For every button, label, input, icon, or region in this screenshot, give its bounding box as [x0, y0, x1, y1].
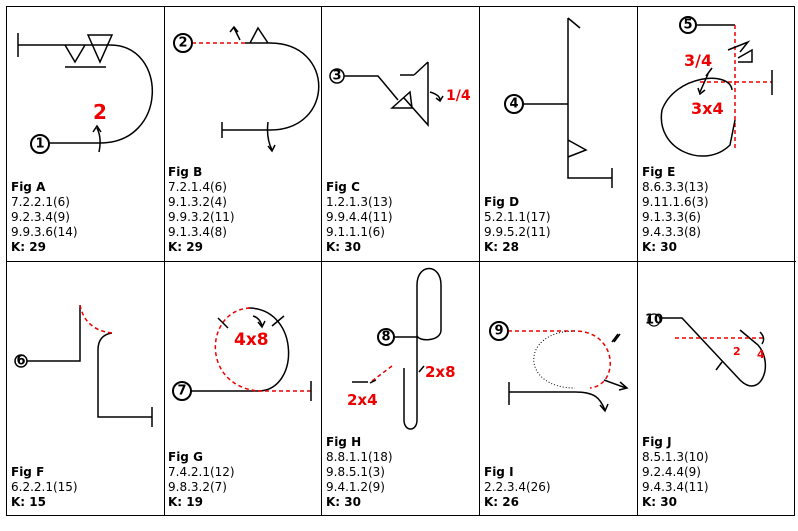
- figure-title: Fig J: [642, 435, 672, 449]
- figure-number: 10: [645, 313, 663, 328]
- figure-cell-a: Fig A 7.2.2.1(6) 9.2.3.4(9) 9.9.3.6(14) …: [7, 7, 165, 262]
- figure-code: 9.8.3.2(7): [168, 480, 227, 494]
- figure-title: Fig F: [11, 465, 45, 479]
- figure-number: 1: [35, 137, 44, 152]
- figure-drawing-b: 2: [173, 25, 320, 153]
- figure-title: Fig G: [168, 450, 203, 464]
- figure-caption: Fig J 8.5.1.3(10) 9.2.4.4(9) 9.4.3.4(11)…: [642, 435, 709, 510]
- figure-code: 8.5.1.3(10): [642, 450, 709, 464]
- figure-k-factor: K: 30: [642, 495, 677, 509]
- figure-k-factor: K: 29: [168, 240, 203, 254]
- roll-label: 1/4: [446, 88, 471, 104]
- figure-code: 1.2.1.3(13): [326, 195, 393, 209]
- figure-caption: Fig D 5.2.1.1(17) 9.9.5.2(11) K: 28: [484, 195, 551, 255]
- figure-code: 6.2.2.1(15): [11, 480, 78, 494]
- figure-number: 8: [381, 330, 390, 345]
- figure-drawing-i: 9: [489, 321, 629, 413]
- figure-code: 9.1.3.3(6): [642, 210, 701, 224]
- figure-caption: Fig I 2.2.3.4(26) K: 26: [484, 465, 551, 510]
- roll-label: 2: [733, 345, 741, 358]
- figure-number: 7: [177, 384, 186, 399]
- figure-cell-f: Fig F 6.2.2.1(15) K: 15: [7, 261, 165, 516]
- figure-cell-i: Fig I 2.2.3.4(26) K: 26: [480, 261, 638, 516]
- figure-code: 9.1.1.1(6): [326, 225, 385, 239]
- roll-label: 2x8: [425, 363, 456, 381]
- figure-code: 2.2.3.4(26): [484, 480, 551, 494]
- figure-code: 9.4.3.4(11): [642, 480, 709, 494]
- figure-drawing-e: 5 3/4 3x4: [660, 16, 773, 157]
- figure-code: 9.1.3.2(4): [168, 195, 227, 209]
- figure-k-factor: K: 29: [11, 240, 46, 254]
- roll-label: 2x4: [347, 391, 378, 409]
- figure-cell-g: Fig G 7.4.2.1(12) 9.8.3.2(7) K: 19: [164, 261, 322, 516]
- figure-cell-b: Fig B 7.2.1.4(6) 9.1.3.2(4) 9.9.3.2(11) …: [164, 7, 322, 262]
- figure-title: Fig A: [11, 180, 46, 194]
- figure-number: 3: [332, 69, 341, 84]
- figure-code: 9.9.5.2(11): [484, 225, 551, 239]
- figure-k-factor: K: 26: [484, 495, 519, 509]
- figure-caption: Fig C 1.2.1.3(13) 9.9.4.4(11) 9.1.1.1(6)…: [326, 180, 393, 255]
- figure-code: 7.4.2.1(12): [168, 465, 235, 479]
- figure-code: 9.8.5.1(3): [326, 465, 385, 479]
- figure-drawing-f: 6: [14, 304, 153, 427]
- figure-title: Fig E: [642, 165, 676, 179]
- figure-cell-d: Fig D 5.2.1.1(17) 9.9.5.2(11) K: 28: [480, 7, 638, 262]
- figure-caption: Fig H 8.8.1.1(18) 9.8.5.1(3) 9.4.1.2(9) …: [326, 435, 393, 510]
- figure-code: 7.2.2.1(6): [11, 195, 70, 209]
- figure-number: 9: [494, 324, 503, 339]
- figure-code: 9.11.1.6(3): [642, 195, 709, 209]
- figure-code: 9.1.3.4(8): [168, 225, 227, 239]
- figure-drawing-d: 4: [504, 17, 613, 188]
- figure-drawing-j: 10 2 4: [645, 313, 767, 387]
- figure-code: 5.2.1.1(17): [484, 210, 551, 224]
- figure-caption: Fig A 7.2.2.1(6) 9.2.3.4(9) 9.9.3.6(14) …: [11, 180, 78, 255]
- figure-drawing-g: 7 4x8: [172, 307, 312, 401]
- figure-code: 9.9.3.2(11): [168, 210, 235, 224]
- roll-label: 4: [757, 348, 765, 361]
- figure-drawing-c: 3 1/4: [329, 61, 471, 127]
- figure-caption: Fig F 6.2.2.1(15) K: 15: [11, 465, 78, 510]
- figure-title: Fig D: [484, 195, 520, 209]
- figure-k-factor: K: 30: [326, 495, 361, 509]
- figure-title: Fig H: [326, 435, 362, 449]
- figure-code: 9.2.3.4(9): [11, 210, 70, 224]
- figure-caption: Fig G 7.4.2.1(12) 9.8.3.2(7) K: 19: [168, 450, 235, 510]
- figure-code: 9.4.3.3(8): [642, 225, 701, 239]
- figure-drawing-a: 1 2: [17, 33, 154, 154]
- figure-code: 9.2.4.4(9): [642, 465, 701, 479]
- roll-label: 4x8: [234, 330, 269, 350]
- figure-number: 2: [178, 36, 187, 51]
- figure-title: Fig I: [484, 465, 514, 479]
- figure-caption: Fig E 8.6.3.3(13) 9.11.1.6(3) 9.1.3.3(6)…: [642, 165, 709, 255]
- figure-number: 5: [683, 18, 692, 33]
- figure-code: 8.6.3.3(13): [642, 180, 709, 194]
- figure-grid: Fig A 7.2.2.1(6) 9.2.3.4(9) 9.9.3.6(14) …: [6, 6, 796, 516]
- figure-drawing-h: 8 2x8 2x4: [347, 267, 456, 430]
- figure-number: 4: [509, 97, 518, 112]
- figure-k-factor: K: 30: [642, 240, 677, 254]
- figure-k-factor: K: 30: [326, 240, 361, 254]
- figure-cell-h: Fig H 8.8.1.1(18) 9.8.5.1(3) 9.4.1.2(9) …: [322, 261, 480, 516]
- figure-cell-c: Fig C 1.2.1.3(13) 9.9.4.4(11) 9.1.1.1(6)…: [322, 7, 480, 262]
- figure-title: Fig B: [168, 165, 203, 179]
- figure-title: Fig C: [326, 180, 360, 194]
- roll-label: 3/4: [684, 51, 712, 70]
- figure-caption: Fig B 7.2.1.4(6) 9.1.3.2(4) 9.9.3.2(11) …: [168, 165, 235, 255]
- figure-k-factor: K: 19: [168, 495, 203, 509]
- figure-cell-j: Fig J 8.5.1.3(10) 9.2.4.4(9) 9.4.3.4(11)…: [638, 261, 796, 516]
- figure-code: 9.9.3.6(14): [11, 225, 78, 239]
- figure-code: 9.9.4.4(11): [326, 210, 393, 224]
- figure-code: 7.2.1.4(6): [168, 180, 227, 194]
- roll-label: 3x4: [691, 99, 724, 118]
- figure-k-factor: K: 28: [484, 240, 519, 254]
- figure-code: 9.4.1.2(9): [326, 480, 385, 494]
- figure-k-factor: K: 15: [11, 495, 46, 509]
- figure-code: 8.8.1.1(18): [326, 450, 393, 464]
- figure-number: 6: [16, 354, 25, 369]
- roll-label: 2: [93, 100, 107, 124]
- figure-number-circle: [30, 134, 50, 154]
- figure-cell-e: Fig E 8.6.3.3(13) 9.11.1.6(3) 9.1.3.3(6)…: [638, 7, 796, 262]
